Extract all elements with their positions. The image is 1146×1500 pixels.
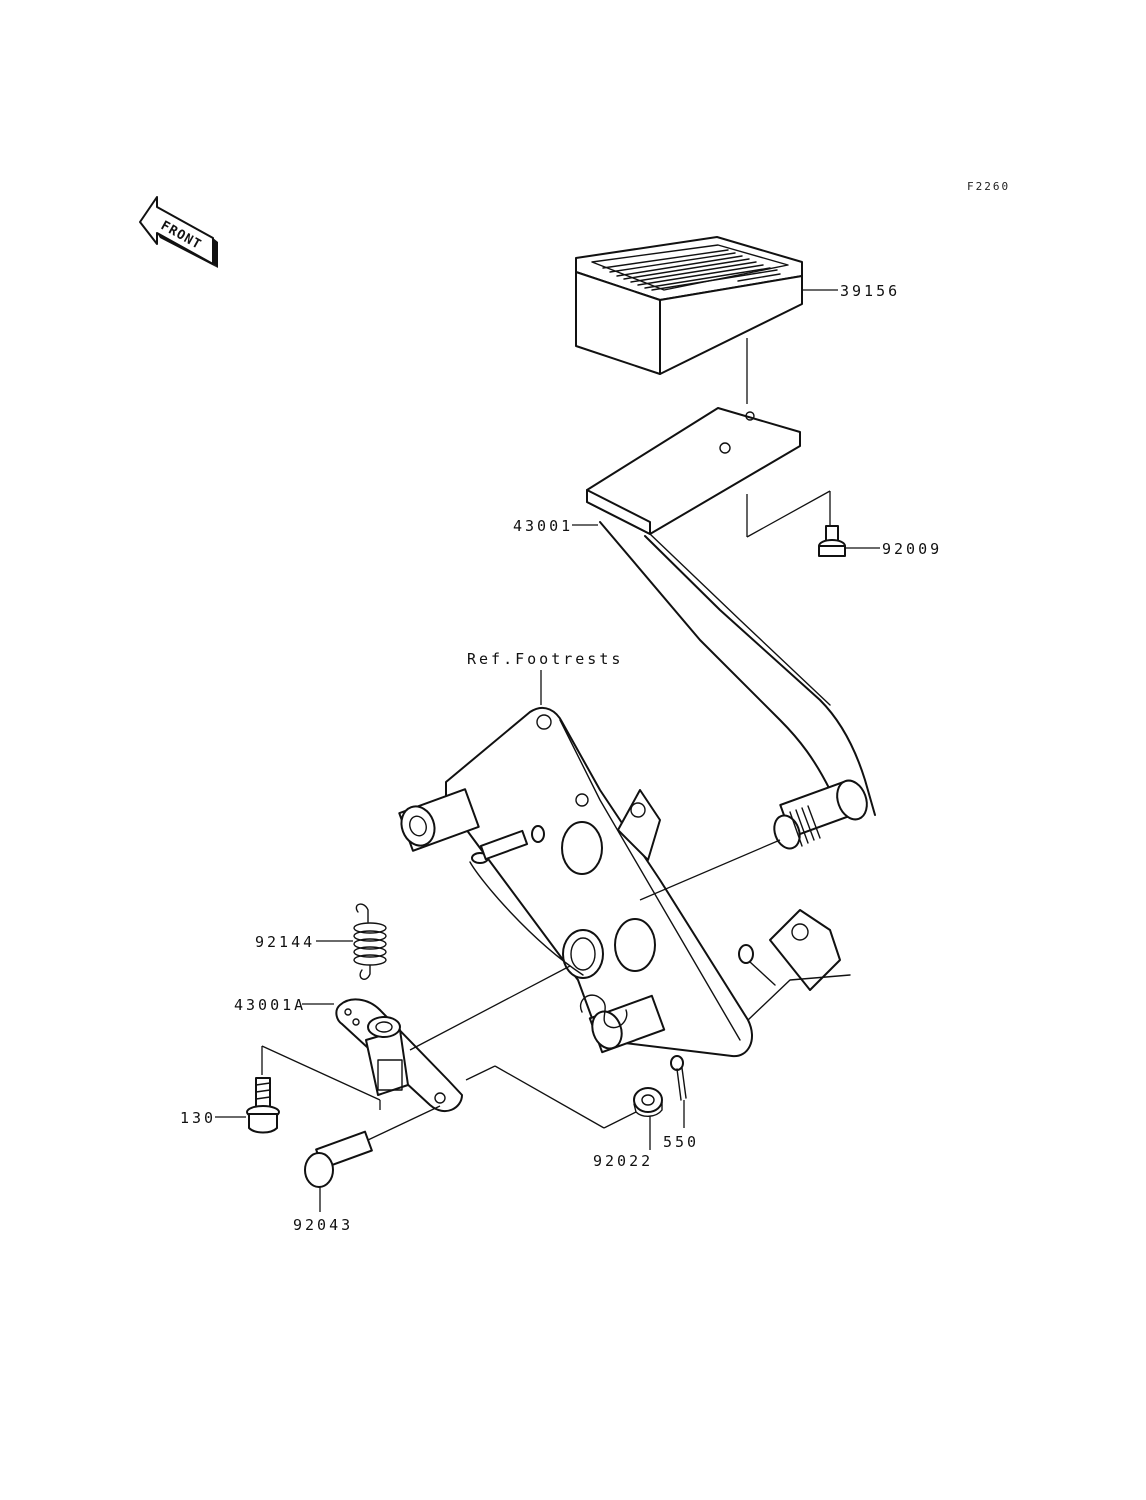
pin-92043 <box>304 1130 373 1188</box>
label-130: 130 <box>180 1109 216 1127</box>
bolt-130 <box>246 1077 280 1134</box>
pedal-pad <box>575 236 803 375</box>
label-43001: 43001 <box>513 517 573 535</box>
label-92144: 92144 <box>255 933 315 951</box>
label-92043: 92043 <box>293 1216 353 1234</box>
pivot-shaft <box>773 779 868 850</box>
pedal-arm <box>586 407 876 816</box>
label-92022: 92022 <box>593 1152 653 1170</box>
footrest-bracket <box>398 706 851 1058</box>
cotter-pin-550 <box>670 1055 687 1101</box>
reference-code: F2260 <box>967 180 1010 193</box>
label-550: 550 <box>663 1133 699 1151</box>
bolt-92009 <box>818 525 846 557</box>
label-92009: 92009 <box>882 540 942 558</box>
spring-92144 <box>353 903 387 980</box>
label-ref-footrests: Ref.Footrests <box>467 650 623 668</box>
bracket-pin <box>471 825 545 864</box>
lever-43001a <box>335 998 463 1112</box>
clevis-pin <box>738 944 776 986</box>
spring-hook <box>579 994 628 1029</box>
front-arrow-icon: FRONT <box>139 196 218 268</box>
label-43001a: 43001A <box>234 996 306 1014</box>
label-39156: 39156 <box>840 282 900 300</box>
washer-92022 <box>633 1087 663 1117</box>
